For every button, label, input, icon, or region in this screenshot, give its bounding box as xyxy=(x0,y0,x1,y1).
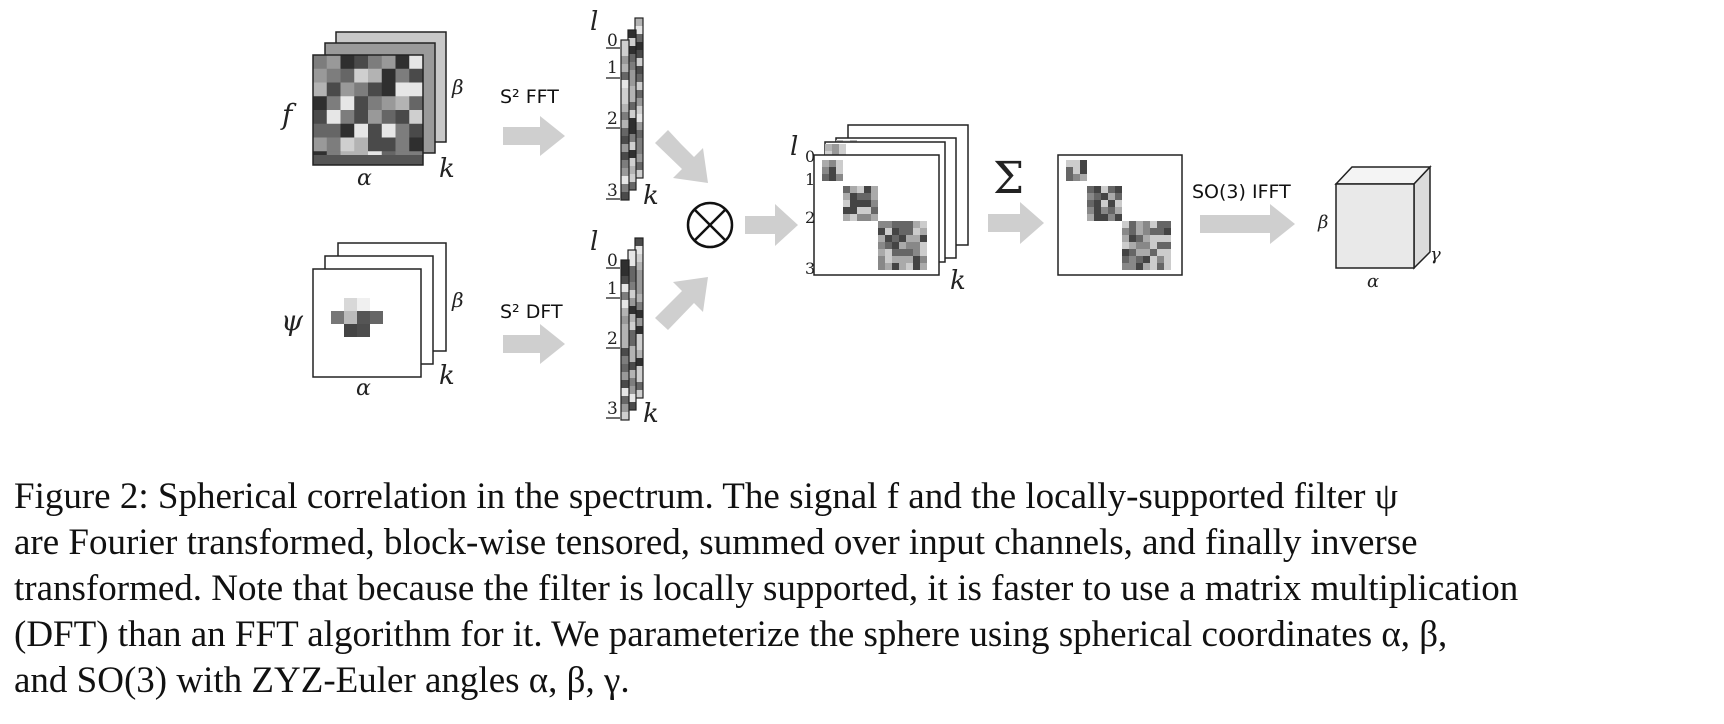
arrow-to-sum-matrix xyxy=(988,202,1044,244)
so3-ifft-label: SO(3) IFFT xyxy=(1192,181,1291,203)
arrow-to-blocks xyxy=(745,204,798,246)
l-label-psi: l xyxy=(590,227,598,257)
tick-block-3: 3 xyxy=(805,259,815,278)
tick-psi-1: 1 xyxy=(607,279,618,299)
caption-line-1: Figure 2: Spherical correlation in the s… xyxy=(14,476,1398,517)
caption-line-3: transformed. Note that because the filte… xyxy=(14,568,1519,609)
k-label-psi: k xyxy=(439,361,455,391)
psi-label: ψ xyxy=(281,304,304,337)
sum-symbol: Σ xyxy=(993,153,1024,204)
beta-label-psi: β xyxy=(451,288,464,312)
f-label: f xyxy=(280,98,297,131)
s2-dft-label: S² DFT xyxy=(500,301,563,323)
beta-label-f: β xyxy=(451,75,464,99)
gamma-label-cube: γ xyxy=(1430,244,1441,265)
signal-f-stack xyxy=(312,31,447,166)
block-matrix-stack xyxy=(813,124,969,276)
spectrum-psi-columns xyxy=(620,237,644,421)
s2-fft-label: S² FFT xyxy=(500,86,559,108)
tick-f-3: 3 xyxy=(607,181,618,201)
k-label-col-f: k xyxy=(643,181,659,211)
arrow-so3-ifft xyxy=(1200,204,1295,244)
tick-block-1: 1 xyxy=(805,170,815,189)
arrow-to-tensor-top xyxy=(655,130,708,183)
k-label-col-psi: k xyxy=(643,399,659,429)
alpha-label-f: α xyxy=(357,166,372,191)
l-label-blocks: l xyxy=(790,132,798,162)
caption-line-5: and SO(3) with ZYZ-Euler angles α, β, γ. xyxy=(14,660,630,701)
tick-psi-3: 3 xyxy=(607,399,618,419)
figure-caption: Figure 2: Spherical correlation in the s… xyxy=(14,474,1710,704)
tick-psi-0: 0 xyxy=(607,251,618,271)
arrow-s2-fft xyxy=(503,116,565,156)
summed-block-matrix xyxy=(1057,154,1183,276)
tick-f-2: 2 xyxy=(607,109,618,129)
tensor-product-icon xyxy=(686,201,734,249)
spectrum-f-columns xyxy=(620,17,644,201)
l-label-f: l xyxy=(590,7,598,37)
filter-psi-stack xyxy=(312,242,447,378)
beta-label-cube: β xyxy=(1317,212,1328,233)
caption-line-4: (DFT) than an FFT algorithm for it. We p… xyxy=(14,614,1448,655)
arrow-to-tensor-bottom xyxy=(655,277,708,330)
figure-diagram: f α β k ψ α β k S² FFT S² DFT l k l k 0 … xyxy=(280,7,1441,429)
arrow-s2-dft xyxy=(503,324,565,364)
tick-block-0: 0 xyxy=(805,147,815,166)
alpha-label-psi: α xyxy=(356,376,371,401)
k-label-blocks: k xyxy=(950,266,966,296)
tick-f-1: 1 xyxy=(607,58,618,78)
k-label-f: k xyxy=(439,154,455,184)
tick-block-2: 2 xyxy=(805,208,815,227)
tick-psi-2: 2 xyxy=(607,329,618,349)
tick-f-0: 0 xyxy=(607,31,618,51)
caption-line-2: are Fourier transformed, block-wise tens… xyxy=(14,522,1418,563)
alpha-label-cube: α xyxy=(1367,271,1379,292)
so3-cube xyxy=(1334,165,1432,270)
